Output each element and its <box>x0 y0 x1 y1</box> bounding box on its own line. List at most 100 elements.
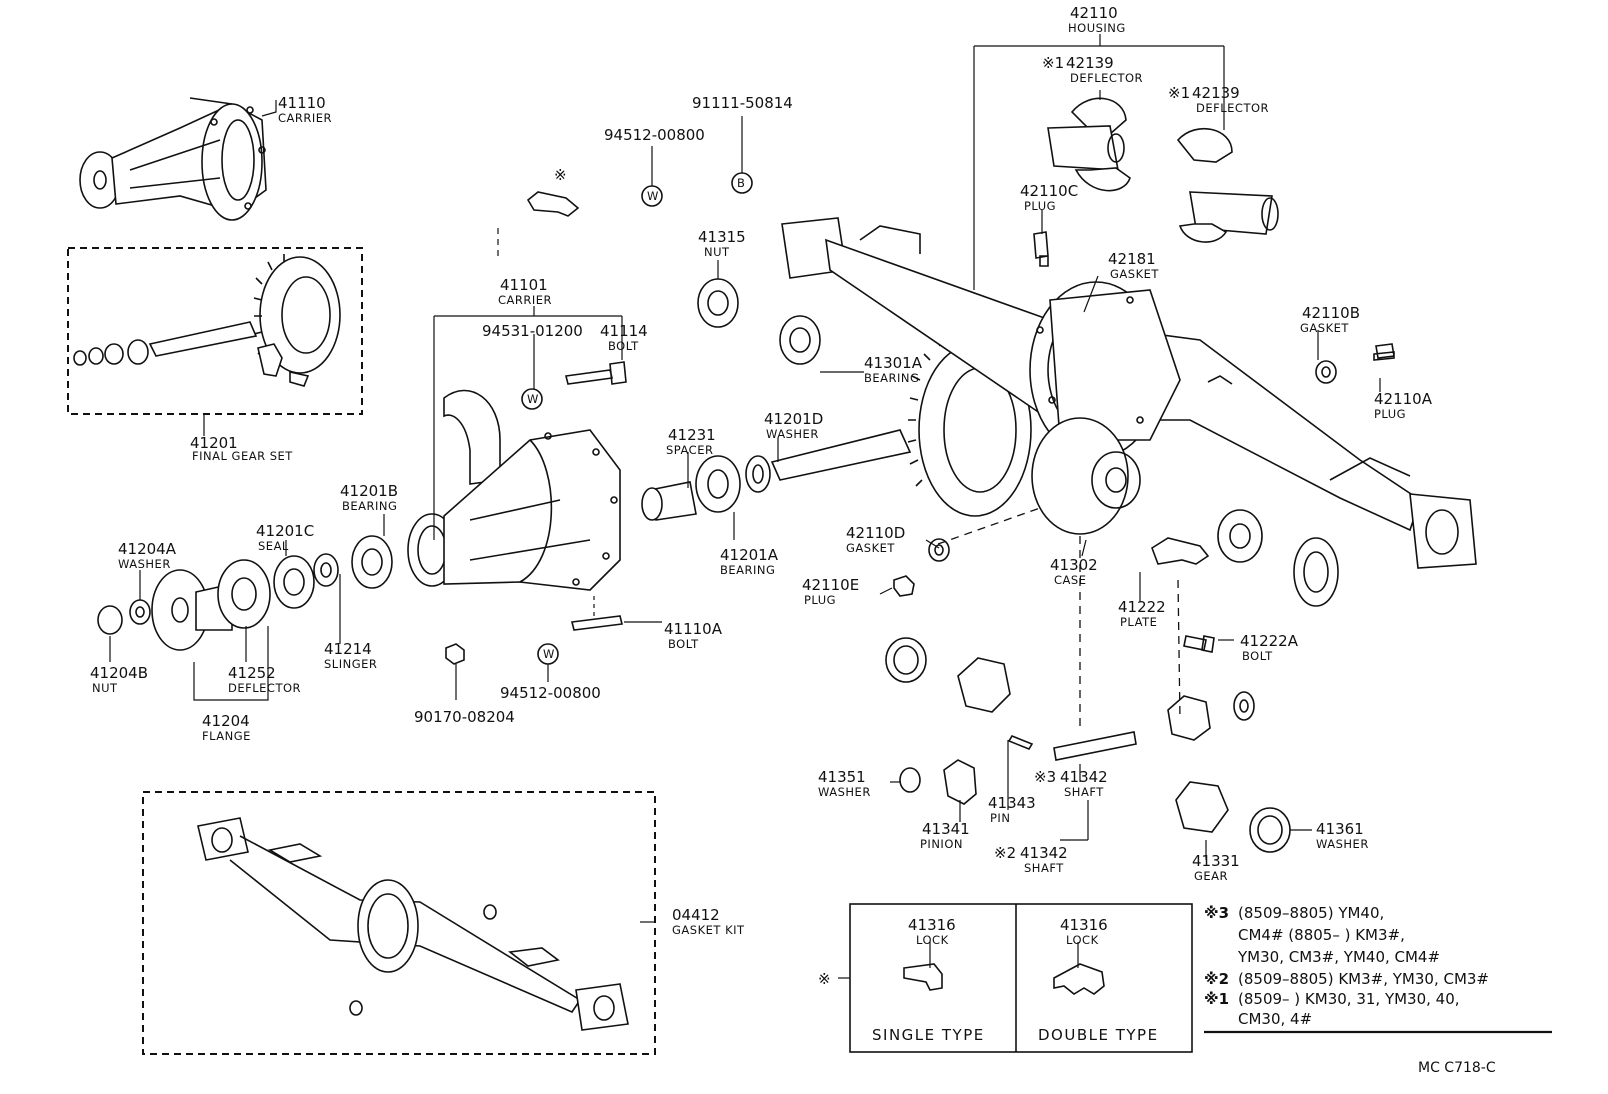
bolt-41222a-drawing <box>1183 635 1215 653</box>
washer-41351-drawing <box>899 767 921 793</box>
part-number: 41204A <box>118 540 177 558</box>
part-name: BOLT <box>668 637 699 651</box>
part-number: 42139 <box>1066 54 1114 72</box>
part-name: DEFLECTOR <box>228 681 301 695</box>
bolt-41110a-drawing <box>571 615 623 631</box>
note-mark: ※1 <box>1204 990 1229 1008</box>
part-number: 42110E <box>802 576 859 594</box>
part-name: PLUG <box>1024 199 1056 213</box>
nut-41315-drawing <box>697 278 739 328</box>
part-name: WASHER <box>766 427 819 441</box>
part-number: 41201A <box>720 546 779 564</box>
lock-plate-drawing <box>526 191 580 217</box>
part-name: PLATE <box>1120 615 1157 629</box>
spacer-bearing-drawing <box>641 429 912 521</box>
circle-letter: W <box>647 189 659 203</box>
lock-type-label: DOUBLE TYPE <box>1038 1026 1159 1044</box>
diagram-code: MC C718-C <box>1418 1060 1496 1076</box>
single-lock-drawing <box>903 963 943 991</box>
part-name: WASHER <box>118 557 171 571</box>
side-gear-drawing <box>957 657 1011 713</box>
part-name: SHAFT <box>1064 785 1104 799</box>
part-name: BEARING <box>720 563 775 577</box>
bearing-41301a-drawing <box>779 315 821 365</box>
part-number: 41341 <box>922 820 970 838</box>
part-number: 41351 <box>818 768 866 786</box>
part-number: 41214 <box>324 640 372 658</box>
part-name: CASE <box>1054 573 1086 587</box>
part-name: PLUG <box>804 593 836 607</box>
ref-mark: ※ <box>554 166 567 184</box>
part-number: 41204 <box>202 712 250 730</box>
part-name: CARRIER <box>498 293 552 307</box>
plug-42110e-drawing <box>893 575 915 597</box>
note-line: CM30, 4# <box>1238 1010 1312 1028</box>
w-mark-circle-2 <box>521 388 543 410</box>
lock-type-label: SINGLE TYPE <box>872 1026 985 1044</box>
bearing-cage-drawing <box>1293 537 1339 607</box>
part-number: 41342 <box>1020 844 1068 862</box>
pinion-41341-drawing <box>943 759 977 805</box>
plate-41222-drawing <box>1151 537 1210 565</box>
part-number: 41204B <box>90 664 148 682</box>
part-number: 41201B <box>340 482 398 500</box>
part-number: 42110D <box>846 524 905 542</box>
bearing-cap-drawing <box>443 389 501 485</box>
differential-carrier-drawing <box>407 429 621 591</box>
part-name: BOLT <box>608 339 639 353</box>
part-labels: 41110 CARRIER 41201 FINAL GEAR SET 94512… <box>90 4 1433 988</box>
circle-letter: W <box>543 647 555 661</box>
part-number: 41316 <box>908 916 956 934</box>
part-name: HOUSING <box>1068 21 1126 35</box>
side-washer-drawing <box>885 637 927 683</box>
part-number: 41231 <box>668 426 716 444</box>
part-number: 41315 <box>698 228 746 246</box>
part-name: BOLT <box>1242 649 1273 663</box>
part-name: SHAFT <box>1024 861 1064 875</box>
deflector-drawing <box>1047 97 1131 192</box>
note-mark: ※2 <box>1204 970 1229 988</box>
part-number: 42110C <box>1020 182 1078 200</box>
part-number: 94512-00800 <box>604 126 705 144</box>
ref-mark: ※3 <box>1034 768 1056 786</box>
part-name: GASKET KIT <box>672 923 745 937</box>
part-number: 41342 <box>1060 768 1108 786</box>
final-gear-set-drawing <box>73 254 341 387</box>
part-number: 41301A <box>864 354 923 372</box>
note-mark: ※3 <box>1204 904 1229 922</box>
final-gear-set-box <box>67 247 363 415</box>
part-number: 04412 <box>672 906 720 924</box>
circle-letter: B <box>737 176 745 190</box>
note-line: (8509–8805) KM3#, YM30, CM3# <box>1238 970 1489 988</box>
part-name: CARRIER <box>278 111 332 125</box>
pinion-top-drawing <box>1167 695 1211 741</box>
part-number: 42181 <box>1108 250 1156 268</box>
part-number: 41201D <box>764 410 823 428</box>
part-name: GASKET <box>846 541 895 555</box>
part-number: 41302 <box>1050 556 1098 574</box>
ref-mark: ※ <box>818 970 831 988</box>
applicability-notes: ※3 (8509–8805) YM40, CM4# (8805– ) KM3#,… <box>1204 904 1489 1028</box>
part-name: LOCK <box>1066 933 1099 947</box>
ref-mark: ※1 <box>1168 84 1190 102</box>
gasket-42110b-drawing <box>1315 360 1337 384</box>
gear-41331-drawing <box>1175 781 1229 833</box>
part-name: FLANGE <box>202 729 251 743</box>
ref-mark: ※2 <box>994 844 1016 862</box>
thrust-washer-drawing <box>1233 691 1255 721</box>
axle-housing-drawing <box>781 217 1477 569</box>
part-name: WASHER <box>818 785 871 799</box>
nut-90170-drawing <box>445 643 465 665</box>
part-name: GEAR <box>1194 869 1228 883</box>
part-name: PLUG <box>1374 407 1406 421</box>
circle-letter: W <box>527 392 539 406</box>
note-line: (8509– ) KM30, 31, YM30, 40, <box>1238 990 1460 1008</box>
carrier-assembly-drawing <box>79 97 267 221</box>
note-line: (8509–8805) YM40, <box>1238 904 1384 922</box>
part-name: SPACER <box>666 443 713 457</box>
ref-mark: ※1 <box>1042 54 1064 72</box>
differential-case-drawing <box>1031 417 1141 535</box>
plug-42110c-drawing <box>1033 231 1049 267</box>
